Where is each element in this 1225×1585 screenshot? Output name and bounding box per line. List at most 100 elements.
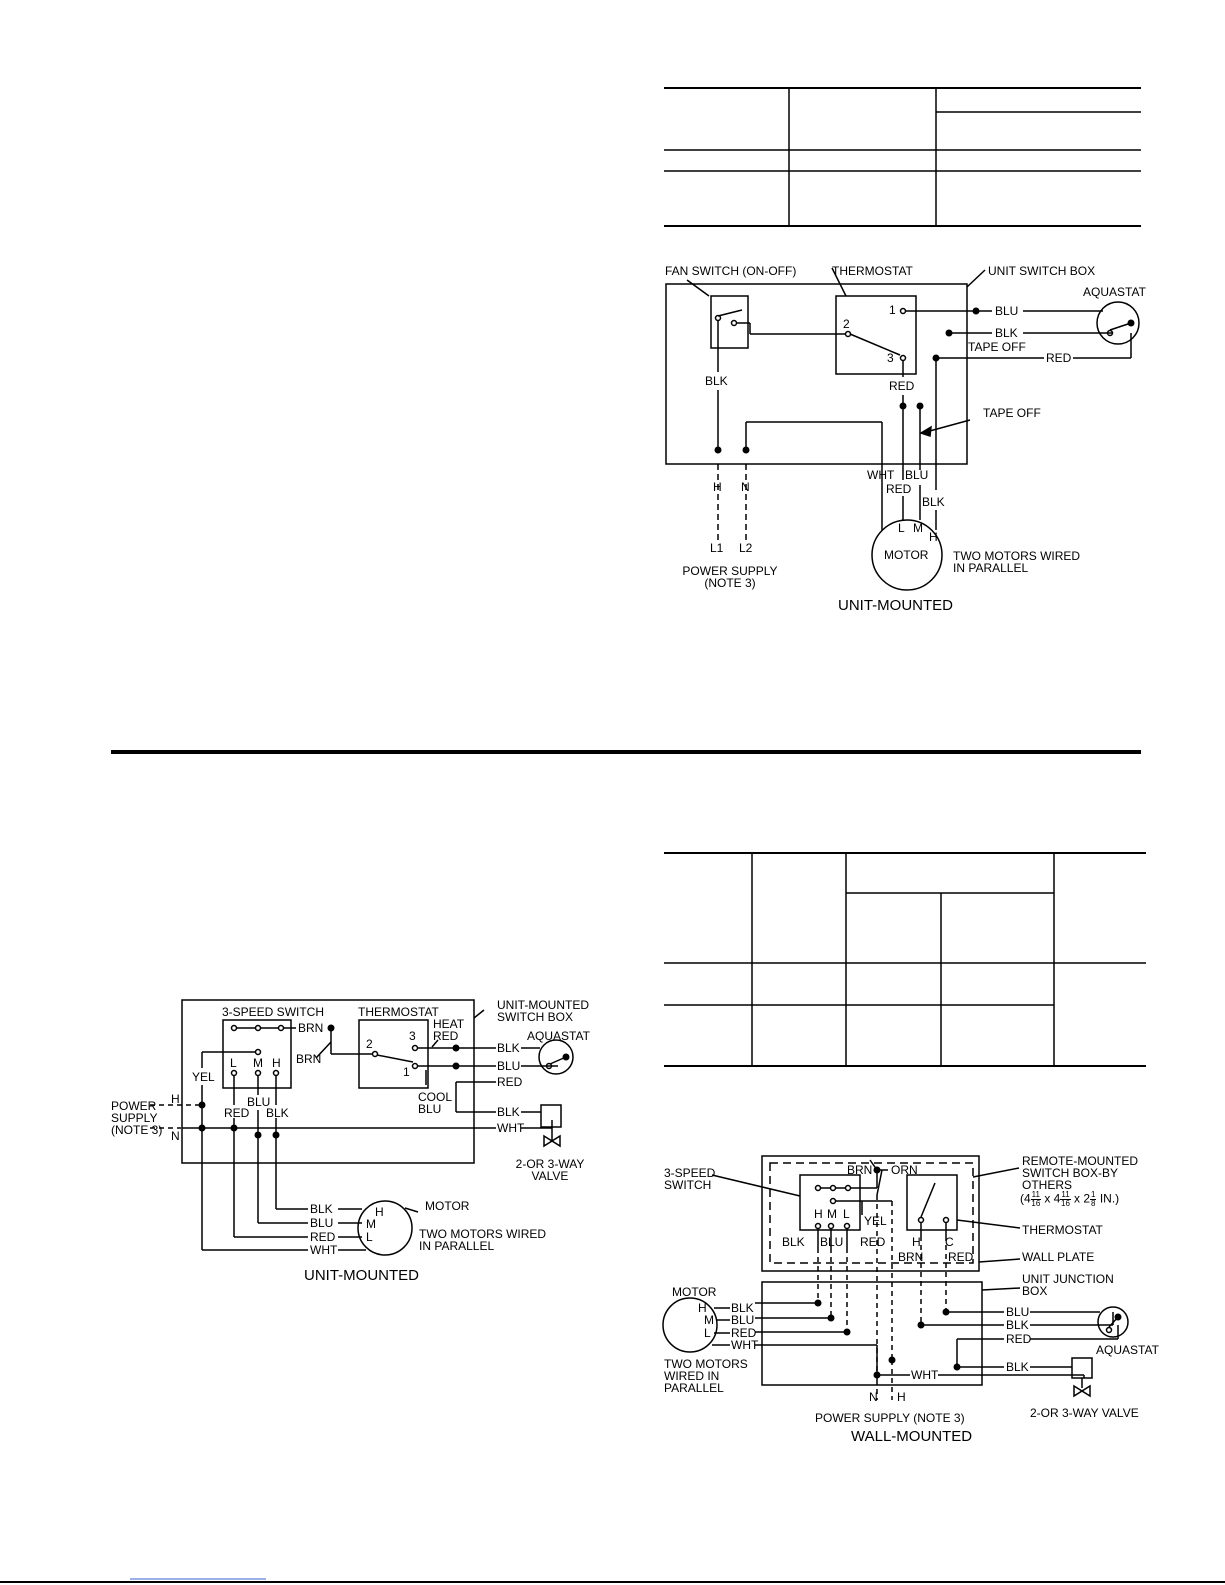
- d3-motor-red: RED: [731, 1326, 757, 1340]
- d1-h: H: [713, 480, 722, 494]
- d2-heat-red: RED: [433, 1029, 459, 1043]
- d2-sw-h: H: [272, 1056, 281, 1070]
- d2-power-2: SUPPLY: [111, 1111, 158, 1125]
- d2-n: N: [171, 1129, 180, 1143]
- d1-two-motors-1: TWO MOTORS WIRED: [953, 549, 1081, 563]
- d3-dim-b-num: 11: [1060, 1190, 1071, 1200]
- d2-valve-1: 2-OR 3-WAY: [515, 1157, 585, 1171]
- d1-aquastat-label: AQUASTAT: [1083, 285, 1146, 299]
- d2-sw-l: L: [230, 1056, 237, 1070]
- d1-motor-wht: WHT: [867, 468, 895, 482]
- d1-wire-blu: BLU: [995, 304, 1019, 318]
- d3-sw-blk: BLK: [782, 1235, 805, 1249]
- d3-motor-l: L: [704, 1326, 711, 1340]
- d3-sw-m: M: [827, 1207, 837, 1221]
- d1-thermostat-label: THERMOSTAT: [832, 264, 913, 278]
- d2-motor-l: L: [366, 1230, 373, 1244]
- d2-motor-wht: WHT: [310, 1243, 338, 1257]
- d3-sw-l: L: [843, 1207, 850, 1221]
- d3-wire-blk: BLK: [1006, 1318, 1029, 1332]
- d3-aquastat: AQUASTAT: [1096, 1343, 1159, 1357]
- d2-brn-top: BRN: [298, 1021, 324, 1035]
- d2-two-motors-1: TWO MOTORS WIRED: [419, 1227, 547, 1241]
- d3-th-c: C: [945, 1235, 954, 1249]
- d3-dim-unit: IN.): [1099, 1191, 1120, 1206]
- d2-caption: UNIT-MOUNTED: [304, 1267, 419, 1284]
- d3-thermostat: THERMOSTAT: [1022, 1223, 1103, 1237]
- d1-l2: L2: [739, 541, 753, 555]
- d3-motor-blu: BLU: [731, 1313, 755, 1327]
- d3-remote-3: OTHERS: [1022, 1178, 1073, 1192]
- d3-wire-blu: BLU: [1006, 1305, 1030, 1319]
- d3-dim-a-num: 11: [1030, 1190, 1041, 1200]
- d2-cool-blu: BLU: [418, 1102, 442, 1116]
- d2-unit-mounted-1: UNIT-MOUNTED: [497, 998, 589, 1012]
- d3-remote-1: REMOTE-MOUNTED: [1022, 1154, 1138, 1168]
- d3-motor-wht: WHT: [731, 1338, 759, 1352]
- d2-three-speed-label: 3-SPEED SWITCH: [222, 1005, 325, 1019]
- d1-motor-red: RED: [886, 482, 912, 496]
- d3-dim-x2: x 2: [1074, 1191, 1091, 1206]
- d2-wire-blk: BLK: [497, 1041, 520, 1055]
- d2-wire-blu: BLU: [497, 1059, 521, 1073]
- d3-two-motors-2: WIRED IN: [664, 1369, 720, 1383]
- d2-motor: MOTOR: [425, 1199, 470, 1213]
- d3-dim-c-den: 8: [1091, 1199, 1096, 1208]
- d3-motor-blk: BLK: [731, 1301, 754, 1315]
- d1-thermo-red: RED: [889, 379, 915, 393]
- d2-yel: YEL: [192, 1070, 215, 1084]
- d2-term-3: 3: [409, 1029, 416, 1043]
- d3-h: H: [897, 1390, 906, 1404]
- d1-term-3: 3: [887, 351, 894, 365]
- d2-term-1: 1: [403, 1065, 410, 1079]
- d2-heat: HEAT: [433, 1017, 465, 1031]
- d3-wire-red: RED: [1006, 1332, 1032, 1346]
- d2-sw-red: RED: [224, 1106, 250, 1120]
- d3-n: N: [869, 1390, 878, 1404]
- d1-unit-switch-box-label: UNIT SWITCH BOX: [988, 264, 1096, 278]
- d3-valve: 2-OR 3-WAY VALVE: [1030, 1406, 1139, 1420]
- d1-two-motors-2: IN PARALLEL: [953, 561, 1029, 575]
- d1-motor-blk: BLK: [922, 495, 945, 509]
- d1-l1: L1: [710, 541, 724, 555]
- d2-motor-blk: BLK: [310, 1202, 333, 1216]
- d3-dim-c-num: 1: [1090, 1190, 1097, 1200]
- d3-brn-top: BRN: [847, 1163, 873, 1177]
- d2-cool: COOL: [418, 1090, 453, 1104]
- d2-motor-red: RED: [310, 1230, 336, 1244]
- d2-aquastat: AQUASTAT: [527, 1029, 590, 1043]
- d2-wire-blk-valve: BLK: [497, 1105, 520, 1119]
- d1-n: N: [741, 480, 750, 494]
- d3-dim-b-den: 16: [1061, 1199, 1070, 1208]
- d2-h: H: [171, 1092, 180, 1106]
- d2-unit-mounted-2: SWITCH BOX: [497, 1010, 574, 1024]
- d2-thermostat-label: THERMOSTAT: [358, 1005, 439, 1019]
- d2-valve-2: VALVE: [531, 1169, 569, 1183]
- d2-motor-blu: BLU: [310, 1216, 334, 1230]
- d2-sw-m: M: [253, 1056, 263, 1070]
- d3-sw-red: RED: [860, 1235, 886, 1249]
- d2-wire-wht: WHT: [497, 1121, 525, 1135]
- d3-th-brn: BRN: [898, 1250, 924, 1264]
- d2-sw-blk: BLK: [266, 1106, 289, 1120]
- d3-wire-wht: WHT: [911, 1368, 939, 1382]
- d3-yel: YEL: [864, 1214, 887, 1228]
- d1-motor: MOTOR: [884, 548, 929, 562]
- d2-motor-m: M: [366, 1217, 376, 1231]
- d1-tape-off-1: TAPE OFF: [968, 340, 1026, 354]
- d2-power-3: (NOTE 3): [111, 1123, 163, 1137]
- d1-wire-blk-left: BLK: [705, 374, 728, 388]
- d1-fan-switch-label: FAN SWITCH (ON-OFF): [665, 264, 797, 278]
- d3-unit-junction-1: UNIT JUNCTION: [1022, 1272, 1114, 1286]
- d2-brn-left: BRN: [296, 1052, 322, 1066]
- d1-motor-l: L: [898, 521, 905, 535]
- d1-motor-blu: BLU: [905, 468, 929, 482]
- d3-three-speed-2: SWITCH: [664, 1178, 712, 1192]
- d1-note3: (NOTE 3): [704, 576, 756, 590]
